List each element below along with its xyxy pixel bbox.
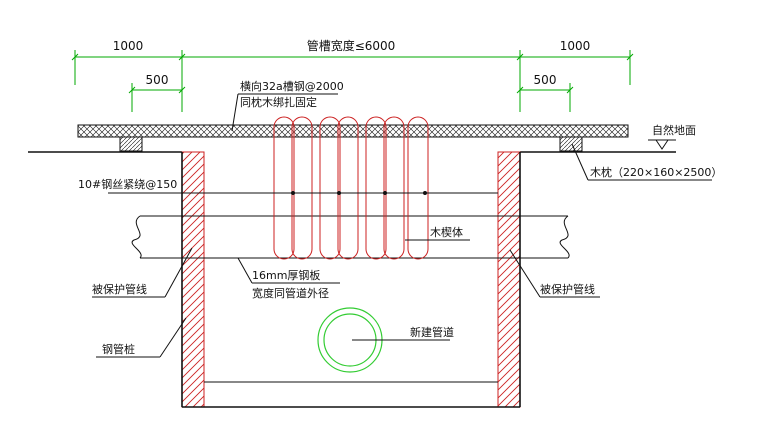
natural-ground-symbol (648, 139, 676, 150)
protected-pipe-left-leader (92, 247, 193, 298)
steel-pile-left (181, 151, 205, 408)
dim-left-inner: 500 (146, 73, 169, 87)
wire-rope-label: 10#钢丝紧绕@150 (78, 178, 177, 191)
wire-rope-loops (273, 116, 429, 260)
natural-ground-label: 自然地面 (652, 123, 696, 137)
channel-steel-leader (231, 93, 338, 132)
protected-pipe (131, 215, 570, 259)
dim-left-outer: 1000 (113, 39, 144, 53)
dim-right-outer: 1000 (560, 39, 591, 53)
new-pipe-label: 新建管道 (410, 325, 454, 339)
sleeper-left (119, 136, 143, 152)
protected-pipe-right-leader (509, 249, 600, 298)
steel-plate-label-1: 16mm厚钢板 (252, 268, 320, 282)
wood-block-label: 木楔体 (430, 225, 463, 239)
steel-plate-leader (237, 257, 340, 284)
steel-pile-label: 钢管桩 (102, 342, 135, 356)
sleeper-right (559, 136, 583, 152)
dim-trench-width: 管槽宽度≤6000 (307, 38, 396, 53)
sleeper-label: 木枕（220×160×2500） (590, 165, 722, 179)
steel-pile-leader (96, 317, 187, 358)
steel-pile-right (497, 151, 521, 408)
binding-points (291, 191, 427, 195)
protected-pipe-left-label: 被保护管线 (92, 282, 147, 296)
steel-plate-label-2: 宽度同管道外径 (252, 286, 329, 300)
trench-outline (181, 152, 521, 408)
channel-steel-label-1: 横向32a槽钢@2000 (240, 79, 344, 93)
dimension-lines (71, 50, 634, 112)
channel-steel-label-2: 同枕木绑扎固定 (240, 95, 317, 109)
channel-steel-beam (77, 124, 629, 138)
protected-pipe-right-label: 被保护管线 (540, 282, 595, 296)
sleeper-leader (571, 143, 712, 181)
dim-right-inner: 500 (534, 73, 557, 87)
